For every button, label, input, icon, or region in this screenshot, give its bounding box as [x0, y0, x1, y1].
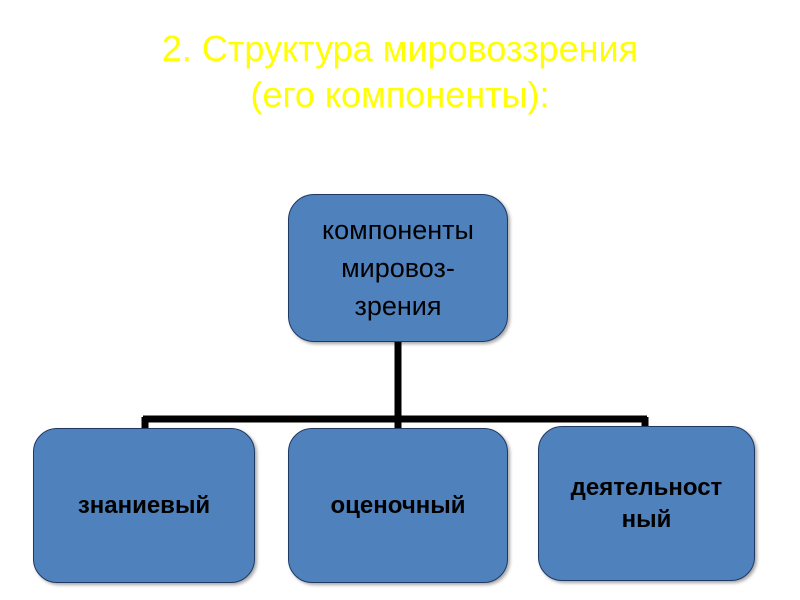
diagram-node-deyatelnostnyy-label: деятельност ный — [570, 473, 723, 533]
diagram-node-deyatelnostnyy[interactable]: деятельност ный — [538, 426, 755, 581]
diagram-node-znanievyy[interactable]: знаниевый — [33, 428, 255, 583]
diagram-node-root[interactable]: компоненты мировоз- зрения — [288, 194, 508, 342]
diagram-node-znanievyy-label: знаниевый — [77, 491, 211, 519]
page-title: 2. Структура мировоззрения (его компонен… — [161, 28, 639, 115]
diagram-node-otsenochnyy[interactable]: оценочный — [288, 428, 508, 583]
diagram-node-otsenochnyy-label: оценочный — [330, 491, 466, 519]
diagram-node-root-label: компоненты мировоз- зрения — [322, 215, 474, 321]
